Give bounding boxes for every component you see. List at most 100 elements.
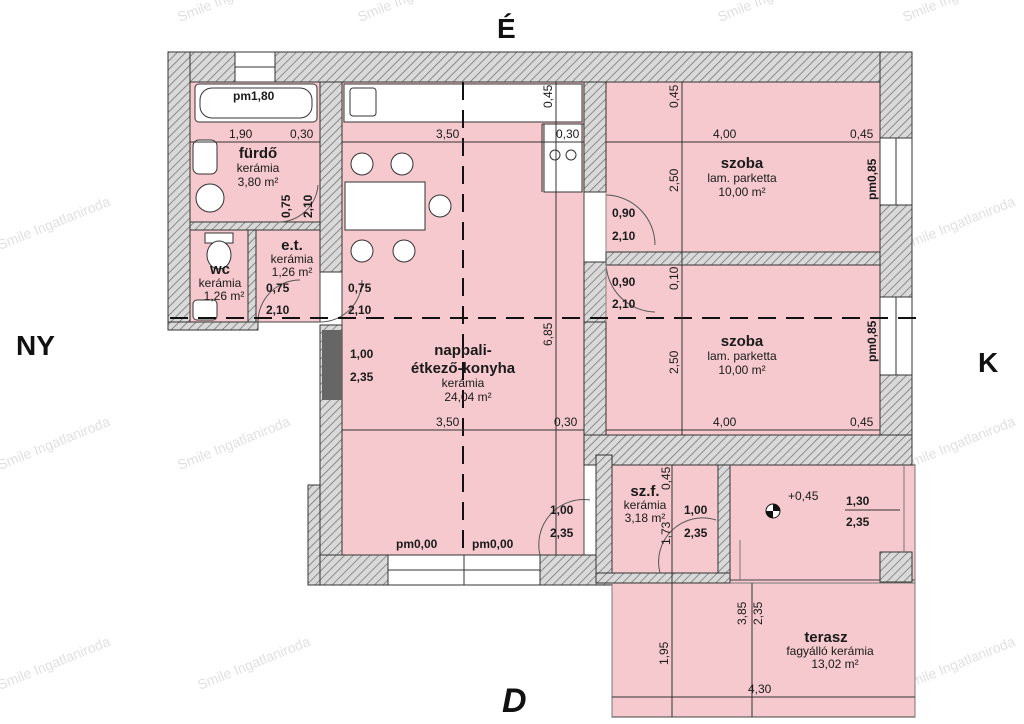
watermark: Smile Ingatlaniroda <box>175 413 292 473</box>
burner <box>565 149 577 161</box>
room-name-szf: sz.f. <box>630 483 659 500</box>
room-floor-wc: kerámia <box>199 276 242 290</box>
wall-szf-east <box>717 464 731 581</box>
window-label-pm085b: pm0,85 <box>865 320 879 362</box>
wall-north <box>167 51 913 83</box>
window-label-pm000a: pm0,00 <box>396 537 438 551</box>
stove <box>543 123 583 193</box>
watermark: Smile Ingatlaniroda <box>0 193 112 253</box>
room-area-furdo: 3,80 m² <box>238 175 279 189</box>
wall-west <box>167 51 191 331</box>
door-width: 1,30 <box>846 494 870 508</box>
room-name-wc: wc <box>209 261 230 278</box>
dim-label: 0,10 <box>667 266 681 290</box>
dim-label: 6,85 <box>541 322 555 346</box>
room-area-et: 1,26 m² <box>272 265 313 279</box>
room-labels: fürdő kerámia 3,80 m² wc kerámia 1,26 m²… <box>199 145 874 671</box>
wall-kitchen-east-low <box>583 321 607 438</box>
watermark: Smile Ingatlaniroda <box>0 413 112 473</box>
dim-label: 1,73 <box>659 521 673 545</box>
wall-east-upper <box>879 51 913 139</box>
chair <box>350 152 374 176</box>
terasz-lower-fill <box>611 579 916 718</box>
wall-east-mid1 <box>879 204 913 298</box>
watermark: Smile Ingatlaniroda <box>900 193 1017 253</box>
washbasin <box>192 139 218 175</box>
door-labels: 0,75 2,10 0,75 2,10 0,75 2,10 0,90 2,10 … <box>266 194 870 540</box>
walls <box>167 51 913 586</box>
watermark: Smile Ingatlaniroda <box>195 633 312 693</box>
room-floor-szoba2: lam. parketta <box>707 349 777 363</box>
room-name-nappali-1: nappali- <box>434 342 492 359</box>
watermark: Smile Ingatlaniroda <box>900 633 1017 693</box>
dim-label: 3,85 <box>735 601 749 625</box>
dim-label: 0,45 <box>850 127 874 141</box>
room-floor-szf: kerámia <box>624 498 667 512</box>
compass-west: NY <box>16 330 55 361</box>
wall-szoba2-south <box>583 434 913 466</box>
door-width: 0,90 <box>612 275 636 289</box>
watermark: Smile Ingatlaniroda <box>900 0 1017 25</box>
dim-label: 3,50 <box>436 415 460 429</box>
room-name-et: e.t. <box>281 237 303 254</box>
room-name-furdo: fürdő <box>239 145 277 162</box>
door-height: 2,35 <box>350 370 374 384</box>
chair <box>392 239 416 263</box>
room-floor-furdo: kerámia <box>237 161 280 175</box>
watermark: Smile Ingatlaniroda <box>175 0 292 25</box>
room-area-wc: 1,26 m² <box>204 289 245 303</box>
door-height: 2,10 <box>348 303 372 317</box>
wc-basin <box>192 299 218 321</box>
dim-label: 0,45 <box>541 84 555 108</box>
wc-bowl <box>206 240 232 270</box>
wall-wc-et <box>247 229 257 323</box>
watermark: Smile Ingatlaniroda <box>355 0 472 25</box>
room-area-nappali: 24,04 m² <box>444 390 491 404</box>
door-width: 1,00 <box>350 347 374 361</box>
door-height: 2,10 <box>612 297 636 311</box>
dim-label: 2,50 <box>667 168 681 192</box>
room-floor-nappali: kerámia <box>442 376 485 390</box>
dim-label: 0,30 <box>290 127 314 141</box>
wall-szobak-between <box>605 251 881 266</box>
wall-kitchen-east-mid <box>583 261 607 323</box>
wall-furdo-south <box>189 221 321 231</box>
door-height: 2,35 <box>684 526 708 540</box>
dim-label: 2,35 <box>751 601 765 625</box>
szoba2-fill <box>605 264 881 436</box>
dim-label: 4,00 <box>713 415 737 429</box>
window-label-pm085a: pm0,85 <box>865 158 879 200</box>
wall-szf-west <box>595 454 613 581</box>
dim-label: 1,90 <box>229 127 253 141</box>
level-marker <box>765 503 781 519</box>
chair <box>350 239 374 263</box>
door-height: 2,35 <box>846 515 870 529</box>
chimney <box>322 330 342 400</box>
dimension-labels: 1,90 0,30 3,50 0,30 4,00 0,45 0,45 0,45 … <box>229 84 874 696</box>
dim-label: 1,95 <box>657 641 671 665</box>
wall-west-lower <box>307 484 321 586</box>
door-height: 2,10 <box>266 303 290 317</box>
door-height: 2,10 <box>612 229 636 243</box>
wall-kitchen-east-top <box>583 81 607 193</box>
chair <box>390 152 414 176</box>
dim-label: 0,45 <box>667 84 681 108</box>
wall-west-bath-south <box>167 321 259 331</box>
chair <box>428 194 452 218</box>
wall-furdo-east <box>319 81 343 273</box>
szf-fill-top <box>611 464 719 574</box>
watermark: Smile Ingatlaniroda <box>715 0 832 25</box>
compass-north: É <box>497 13 516 44</box>
dining-table <box>344 181 426 231</box>
room-floor-terasz: fagyálló kerámia <box>786 644 874 658</box>
door-swings <box>257 184 717 574</box>
wall-south-left <box>307 554 389 586</box>
door-width: 0,75 <box>348 281 372 295</box>
door-width: 1,00 <box>550 503 574 517</box>
compass-east: K <box>978 347 998 378</box>
dimension-lines <box>190 82 915 717</box>
room-name-terasz: terasz <box>804 629 847 646</box>
door-height: 2,35 <box>550 526 574 540</box>
